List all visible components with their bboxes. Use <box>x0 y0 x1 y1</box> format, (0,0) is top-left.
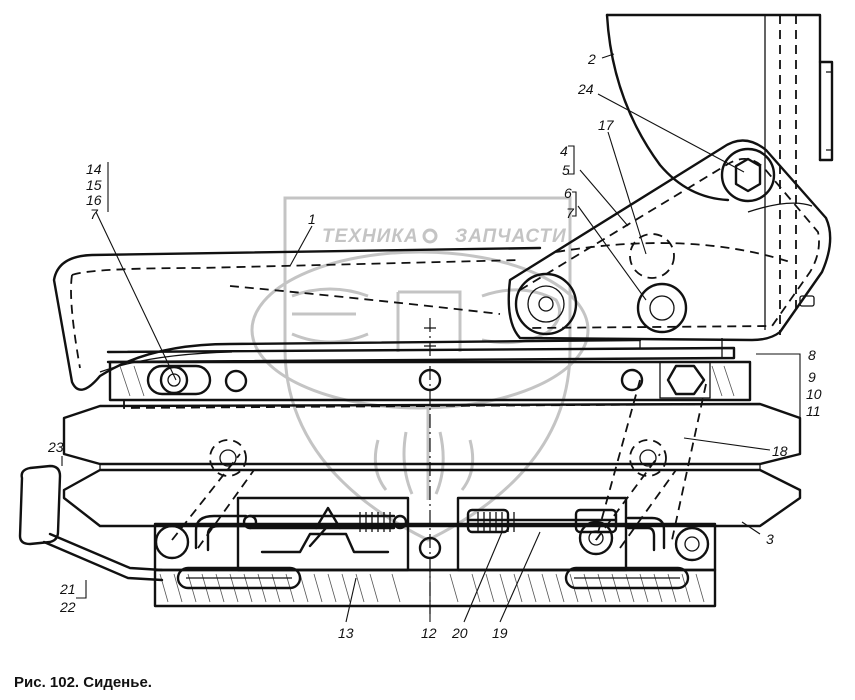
callout-18: 18 <box>772 443 788 459</box>
watermark-right-word: ЗАПЧАСТИ <box>455 226 567 247</box>
watermark-left-word: ТЕХНИКА <box>322 226 419 247</box>
seat-frame <box>106 346 752 409</box>
callout-6: 6 <box>564 185 572 201</box>
hinge-bracket <box>507 139 832 358</box>
callout-14: 14 <box>86 161 102 177</box>
callout-17: 17 <box>598 117 615 133</box>
figure-caption: Рис. 102. Сиденье. <box>14 674 152 691</box>
callout-7b: 7 <box>566 205 575 221</box>
callouts: 14 15 16 7 1 2 24 17 4 5 6 7 8 9 10 11 1… <box>47 51 822 641</box>
callout-24: 24 <box>577 81 594 97</box>
backrest <box>605 13 834 335</box>
callout-11: 11 <box>806 403 821 419</box>
bellows <box>62 402 802 528</box>
pin-17 <box>629 233 675 279</box>
lower-mechanism <box>153 496 717 608</box>
pivot-pin-24 <box>720 147 776 203</box>
callout-10: 10 <box>806 386 822 402</box>
callout-8: 8 <box>808 347 816 363</box>
watermark-gear-icon <box>422 228 438 244</box>
callout-19: 19 <box>492 625 508 641</box>
leader-lines <box>61 53 801 623</box>
callout-5: 5 <box>562 162 570 178</box>
callout-12: 12 <box>421 625 437 641</box>
callout-1: 1 <box>308 211 316 227</box>
callout-16: 16 <box>86 192 102 208</box>
callout-21: 21 <box>59 581 76 597</box>
callout-7a: 7 <box>90 206 99 222</box>
lever-handle <box>18 464 164 582</box>
seat-cushion <box>52 246 642 391</box>
callout-2: 2 <box>587 51 596 67</box>
callout-22: 22 <box>59 599 76 615</box>
callout-13: 13 <box>338 625 354 641</box>
callout-20: 20 <box>451 625 468 641</box>
logo-mark <box>260 532 390 554</box>
callout-9: 9 <box>808 369 816 385</box>
callout-4: 4 <box>560 143 568 159</box>
callout-23: 23 <box>47 439 64 455</box>
callout-3: 3 <box>766 531 774 547</box>
callout-15: 15 <box>86 177 102 193</box>
